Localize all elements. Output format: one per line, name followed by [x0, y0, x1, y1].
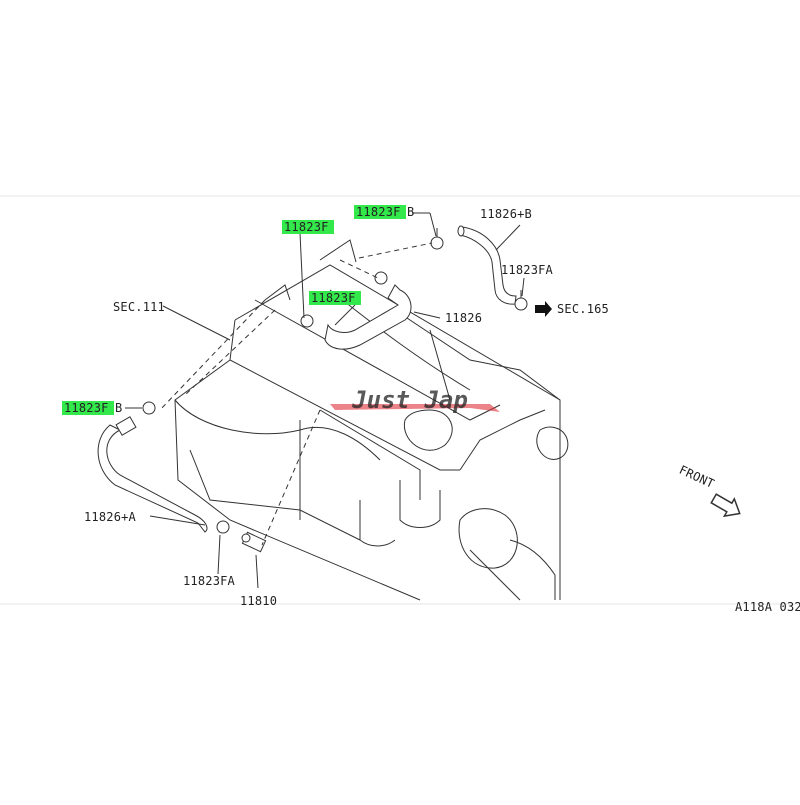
label-11823fa-bottom: 11823FA: [183, 574, 236, 588]
arrow-right-icon: [535, 301, 552, 317]
label-11823f-left: 11823F: [64, 401, 109, 415]
main-hose-11826: [324, 284, 412, 350]
label-front: FRONT: [677, 463, 717, 491]
label-11826-b: 11826+B: [480, 207, 532, 221]
label-sec-165: SEC.165: [557, 302, 609, 316]
engine-block: [174, 239, 569, 601]
highlight-left: [62, 401, 114, 415]
label-11810: 11810: [240, 594, 277, 608]
label-suffix-b-top: B: [407, 205, 414, 219]
clamp-fa-top: [514, 290, 528, 311]
highlight-center: [309, 291, 361, 305]
label-11826-a: 11826+A: [84, 510, 137, 524]
label-11823fa-top: 11823FA: [501, 263, 554, 277]
label-sec-111: SEC.111: [113, 300, 165, 314]
label-11826: 11826: [445, 311, 482, 325]
just-jap-watermark: Just Jap: [330, 386, 500, 414]
highlight-top-mid: [354, 205, 406, 219]
front-arrow-icon: [710, 493, 741, 518]
label-11823f-top-left: 11823F: [284, 220, 329, 234]
clamp-fa-bottom: [216, 520, 230, 534]
clamp-f-mid: [374, 271, 388, 285]
label-suffix-b-left: B: [115, 401, 122, 415]
highlight-top-left: [282, 220, 334, 234]
label-11823f-center: 11823F: [311, 291, 356, 305]
valve-11810: [241, 531, 267, 553]
leader-lines: [125, 212, 525, 589]
dashed-routes: [159, 242, 433, 546]
watermark-text: Just Jap: [351, 386, 468, 414]
hose-11826-b: [457, 225, 517, 305]
clamp-f-b-left: [142, 401, 156, 415]
diagram-code: A118A 032: [735, 600, 800, 614]
clamp-top-b: [430, 228, 444, 250]
hose-11826-a: [97, 416, 208, 533]
label-11823f-top-mid: 11823F: [356, 205, 401, 219]
clamp-f-left: [300, 314, 314, 328]
